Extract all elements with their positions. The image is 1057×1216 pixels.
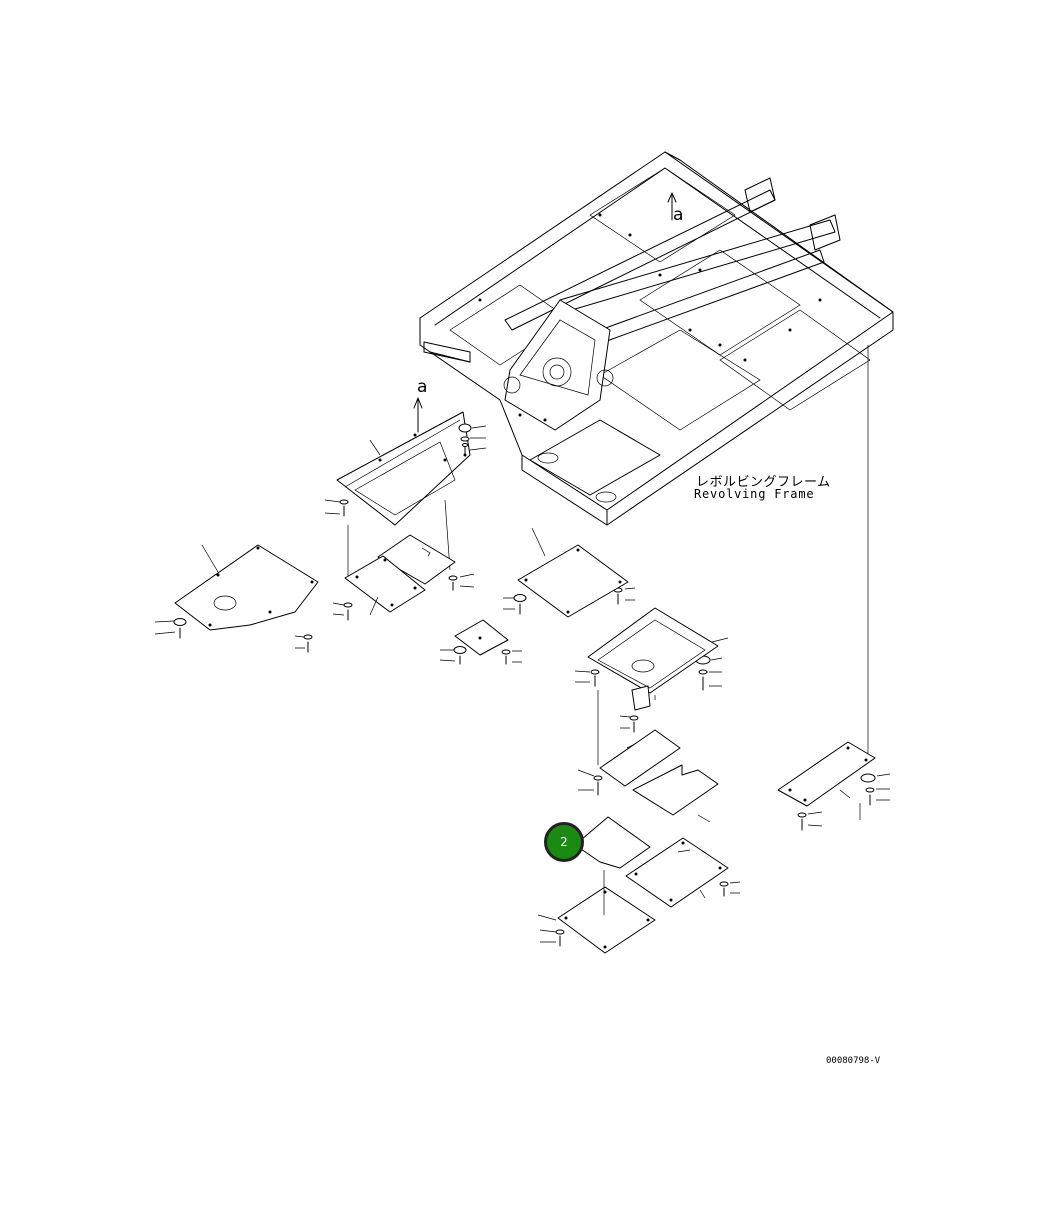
left-floor-plate <box>174 544 319 631</box>
right-cover-plate <box>777 741 876 820</box>
view-marker-a-top: a <box>673 205 684 225</box>
revolving-frame-label-en: Revolving Frame <box>694 487 815 501</box>
middle-left-plates <box>344 534 456 616</box>
fasteners <box>154 423 891 947</box>
drawing-code: 00080798-V <box>826 1056 881 1066</box>
lower-center-plates <box>537 729 729 954</box>
small-cover <box>454 619 509 656</box>
view-marker-a-left: a <box>417 377 428 397</box>
center-tray <box>587 607 729 765</box>
revolving-frame <box>419 151 894 526</box>
center-cover-plate <box>517 527 629 618</box>
part-callout-badge[interactable]: 2 <box>544 822 584 862</box>
part-callout-number: 2 <box>560 835 568 849</box>
revolving-frame-label-jp: レボルビングフレーム <box>696 475 831 490</box>
